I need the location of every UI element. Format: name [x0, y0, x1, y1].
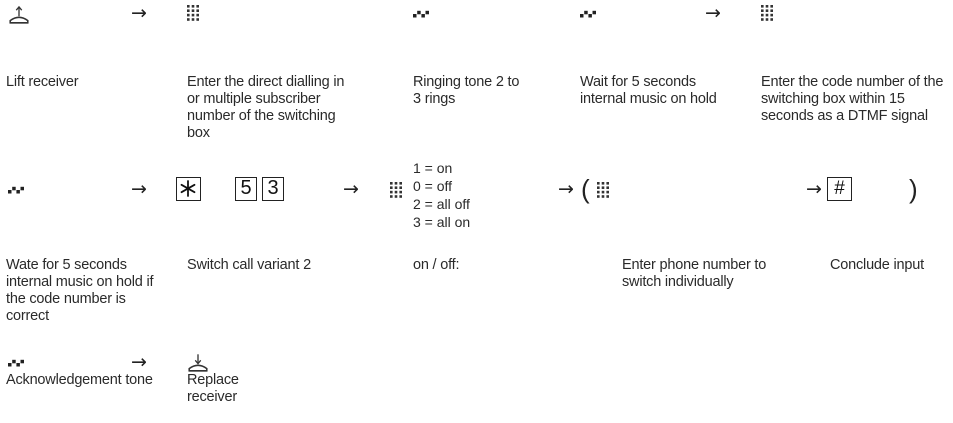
step-switch-call-variant: Switch call variant 2	[187, 257, 311, 273]
step-enter-code: Enter the code number of the switching b…	[761, 74, 944, 124]
open-parenthesis: (	[581, 174, 590, 204]
step-wait-code-correct: Wate for 5 seconds internal music on hol…	[6, 257, 154, 324]
digit-3-key: 3	[262, 177, 284, 201]
arrow: →	[131, 351, 147, 373]
step-enter-number: Enter the direct dialling in or multiple…	[187, 74, 345, 141]
option-all-off: 2 = all off	[413, 196, 470, 212]
arrow: →	[131, 2, 147, 24]
step-ringing-tone: Ringing tone 2 to 3 rings	[413, 74, 520, 107]
step-conclude-input: Conclude input	[830, 257, 924, 273]
step-enter-phone-number: Enter phone number to switch individuall…	[622, 257, 767, 290]
step-replace-receiver: Replace receiver	[187, 372, 239, 405]
tone-icon	[580, 8, 596, 18]
arrow: →	[705, 2, 721, 24]
arrow: →	[343, 178, 359, 200]
step-acknowledgement-tone: Acknowledgement tone	[6, 372, 153, 388]
asterisk-key	[176, 177, 201, 201]
option-on: 1 = on	[413, 160, 453, 176]
arrow: →	[558, 178, 574, 200]
keypad-icon	[187, 5, 199, 21]
tone-icon	[8, 184, 24, 194]
asterisk-icon	[180, 180, 196, 197]
option-all-on: 3 = all on	[413, 214, 471, 230]
step-on-off: on / off:	[413, 257, 460, 273]
keypad-icon	[761, 5, 773, 21]
tone-icon	[8, 357, 24, 367]
close-parenthesis: )	[909, 174, 918, 204]
digit-5-key: 5	[235, 177, 257, 201]
keypad-icon	[390, 182, 402, 198]
arrow: →	[131, 178, 147, 200]
replace-receiver-icon	[187, 352, 209, 372]
hash-key: #	[827, 177, 852, 201]
step-lift-receiver: Lift receiver	[6, 74, 79, 90]
arrow: →	[806, 178, 822, 200]
tone-icon	[413, 8, 429, 18]
keypad-icon	[597, 182, 609, 198]
option-off: 0 = off	[413, 178, 453, 194]
lift-receiver-icon	[8, 4, 30, 24]
step-wait: Wait for 5 seconds internal music on hol…	[580, 74, 717, 107]
